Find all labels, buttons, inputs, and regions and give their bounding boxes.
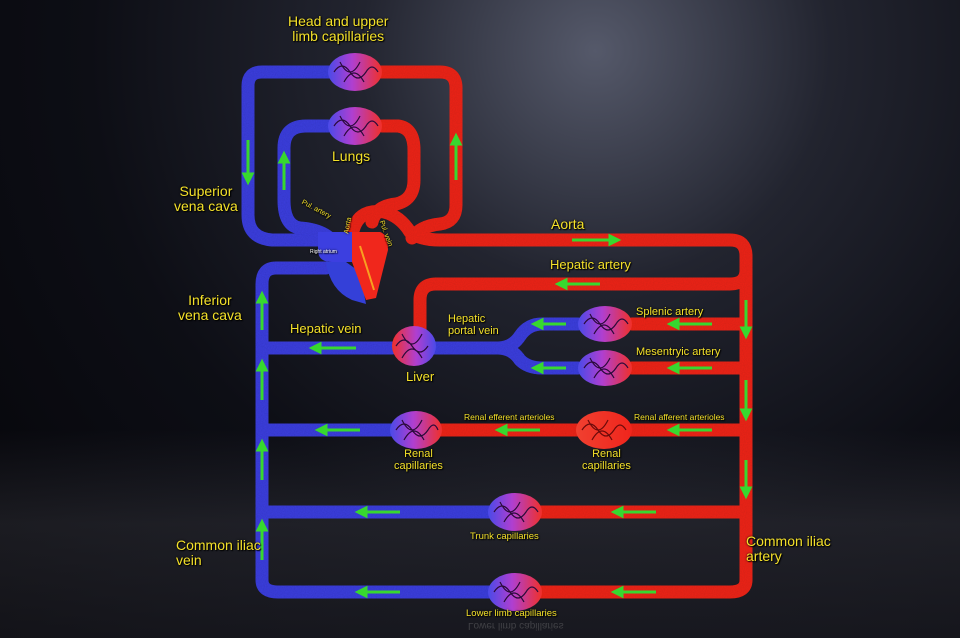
renal-capillary-bed-right — [576, 411, 632, 449]
hepatic-artery-path — [413, 263, 753, 337]
trunk-capillary-bed — [488, 493, 542, 531]
aorta-label: Aorta — [551, 216, 585, 232]
common-iliac-vein-label: Common iliac vein — [176, 537, 261, 568]
splenic-artery-label: Splenic artery — [636, 306, 704, 318]
head-capillaries-label: Head and upper limb capillaries — [288, 13, 389, 44]
capillary-beds — [328, 53, 632, 611]
floor-reflection — [0, 430, 960, 638]
inferior-vena-cava-label: Inferior vena cava — [178, 292, 242, 323]
aorta-path — [345, 205, 753, 599]
lungs-capillary-bed — [328, 107, 382, 145]
renal-capillaries-right-label: Renal capillaries — [582, 448, 631, 472]
pulmonary-artery — [277, 119, 345, 257]
superior-vena-cava-label: Superior vena cava — [174, 183, 238, 214]
right-atrium-label: Right atrium — [310, 249, 337, 255]
common-iliac-artery-label: Common iliac artery — [746, 533, 831, 564]
heart — [318, 232, 388, 304]
renal-capillary-bed-left — [390, 411, 442, 449]
renal-afferent-arterioles-label: Renal afferent arterioles — [634, 412, 725, 422]
renal-capillaries-left-label: Renal capillaries — [394, 448, 443, 472]
trunk-capillaries-label: Trunk capillaries — [470, 531, 539, 542]
hepatic-artery-label: Hepatic artery — [550, 257, 631, 272]
flow-arrows — [241, 132, 753, 599]
mesentryic-artery-label: Mesentryic artery — [636, 346, 721, 358]
right-atrium-shape — [318, 232, 352, 262]
liver-capillary-bed — [392, 326, 436, 366]
lungs-label: Lungs — [332, 148, 371, 164]
mesentryic-capillary-bed — [578, 350, 632, 386]
lower-limb-capillary-bed — [488, 573, 542, 611]
liver-label: Liver — [406, 369, 435, 384]
splenic-capillary-bed — [578, 306, 632, 342]
renal-efferent-arterioles-label: Renal efferent arterioles — [464, 412, 555, 422]
head-capillary-bed — [328, 53, 382, 91]
carotid-artery — [373, 65, 463, 245]
lower-limb-capillaries-label: Lower limb capillaries — [466, 608, 557, 619]
heart-septum — [359, 245, 375, 291]
lower-limb-label-reflection: Lower limb capillaries — [468, 620, 564, 631]
hepatic-vein-label: Hepatic vein — [290, 321, 362, 336]
hepatic-portal-vein-label: Hepatic portal vein — [448, 313, 499, 337]
